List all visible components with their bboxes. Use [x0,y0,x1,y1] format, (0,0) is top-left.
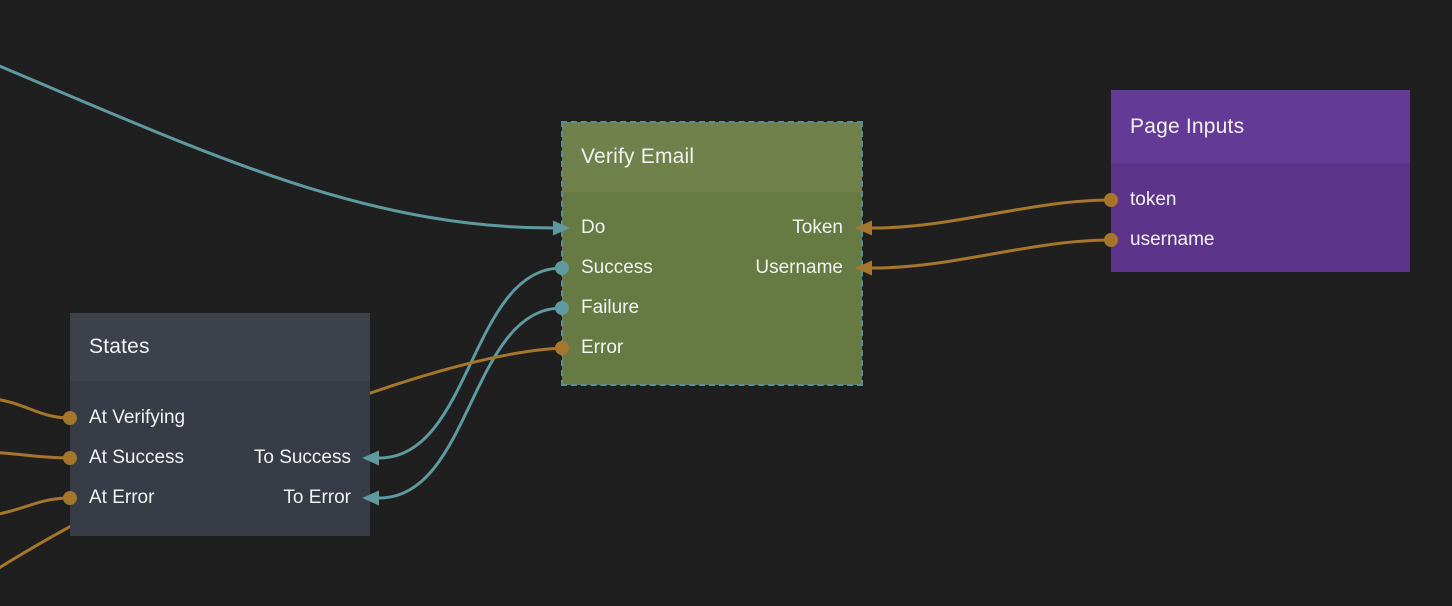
port-username[interactable]: Username [755,257,843,278]
wire-to-do[interactable] [0,60,555,230]
port-to-error[interactable]: To Error [283,487,351,508]
port-success[interactable]: Success [581,257,653,278]
port-do[interactable]: Do [581,217,606,238]
port-row: At Error To Error [70,478,370,518]
node-page-inputs[interactable]: Page Inputs token username [1111,90,1410,272]
port-row: At Verifying [70,398,370,438]
wire-at-success[interactable] [0,451,72,460]
port-error[interactable]: Error [581,337,624,358]
node-title: Verify Email [581,145,695,168]
node-states-header[interactable]: States [70,313,370,381]
wire-failure-to-error[interactable] [377,306,564,500]
port-token[interactable]: Token [792,217,843,238]
node-states[interactable]: States At Verifying At Success To Succes… [70,313,370,536]
port-failure[interactable]: Failure [581,297,640,318]
node-verify-email-header[interactable]: Verify Email [562,122,862,192]
wire-success-to-success[interactable] [377,266,564,460]
port-row: Do Token [562,208,862,248]
port-username-out[interactable]: username [1130,229,1215,250]
node-page-inputs-body: token username [1111,163,1410,272]
node-page-inputs-header[interactable]: Page Inputs [1111,90,1410,163]
port-at-success[interactable]: At Success [89,447,185,468]
node-verify-email[interactable]: Verify Email Do Token Success Username F… [561,121,863,386]
port-to-success[interactable]: To Success [253,447,351,468]
node-title: States [89,335,150,358]
wire-at-error[interactable] [0,496,72,516]
port-row: token [1111,180,1410,220]
wire-username[interactable] [870,238,1113,270]
wire-token[interactable] [870,198,1113,230]
wire-at-verifying[interactable] [0,398,72,420]
node-states-body: At Verifying At Success To Success At Er… [70,381,370,536]
port-row: Error [562,328,862,368]
port-row: At Success To Success [70,438,370,478]
port-at-error[interactable]: At Error [89,487,155,508]
port-at-verifying[interactable]: At Verifying [89,407,186,428]
node-title: Page Inputs [1130,114,1245,138]
node-verify-email-body: Do Token Success Username Failure Error [562,192,862,385]
port-row: username [1111,220,1410,260]
port-row: Failure [562,288,862,328]
port-row: Success Username [562,248,862,288]
port-token-out[interactable]: token [1130,189,1177,210]
